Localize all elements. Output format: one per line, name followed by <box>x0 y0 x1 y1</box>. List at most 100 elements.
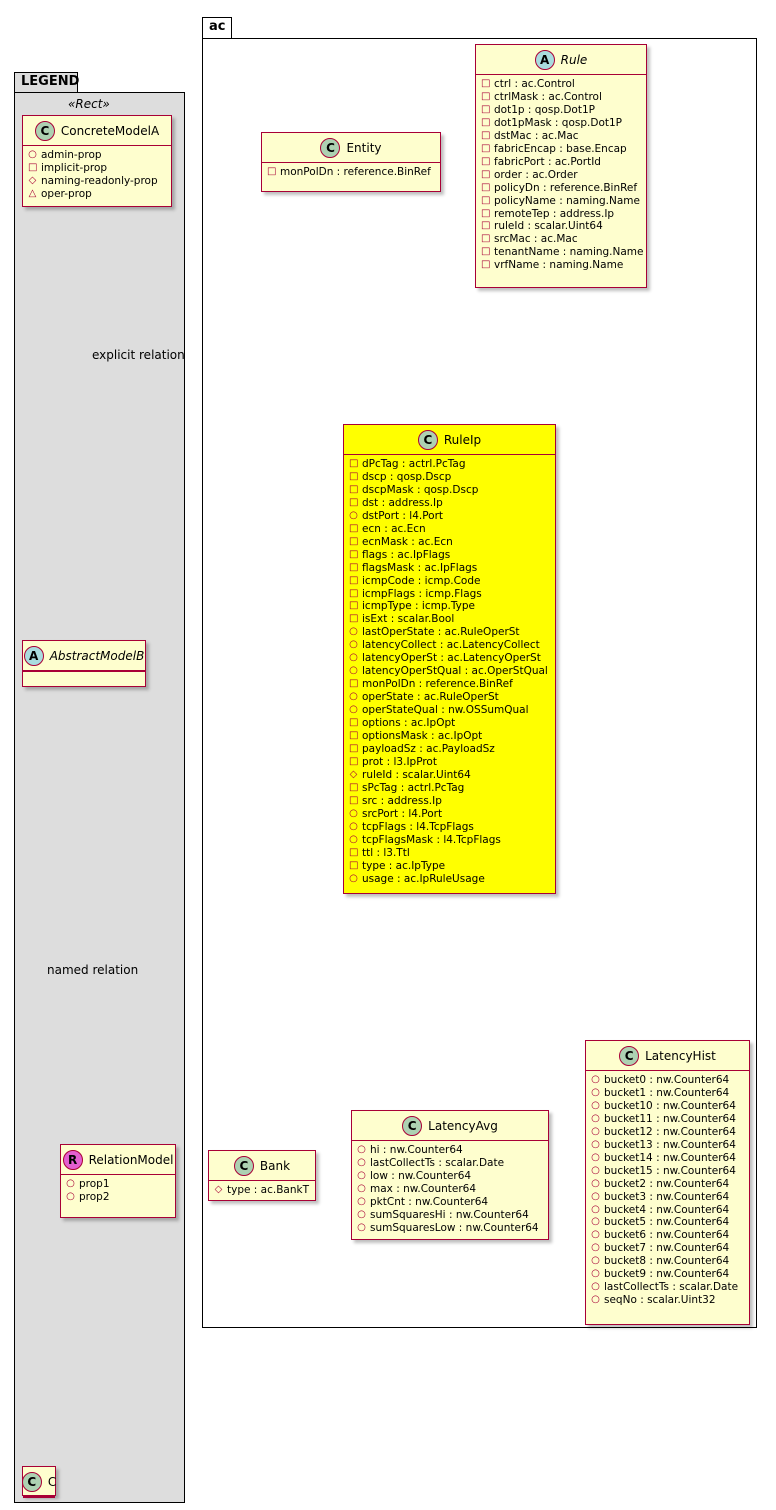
attribute-row: ○lastCollectTs : scalar.Date <box>357 1157 543 1170</box>
attribute-text: dscpMask : qosp.Dscp <box>362 483 479 496</box>
private-visibility-icon: □ <box>267 166 277 177</box>
legend-stereotype: «Rect» <box>68 97 110 111</box>
attribute-row: ○lastOperState : ac.RuleOperSt <box>349 626 550 639</box>
attribute-row: □payloadSz : ac.PayloadSz <box>349 743 550 756</box>
public-visibility-icon: ○ <box>357 1182 366 1194</box>
attribute-text: srcMac : ac.Mac <box>494 233 578 246</box>
attribute-text: latencyCollect : ac.LatencyCollect <box>362 639 540 652</box>
public-visibility-icon: ○ <box>591 1138 600 1150</box>
attribute-text: flagsMask : ac.IpFlags <box>362 561 478 574</box>
attribute-text: operStateQual : nw.OSSumQual <box>362 704 529 717</box>
attribute-text: policyName : naming.Name <box>494 194 640 207</box>
class-icon: C <box>21 1471 42 1492</box>
attribute-row: ○seqNo : scalar.Uint32 <box>591 1294 744 1307</box>
attribute-text: sumSquaresLow : nw.Counter64 <box>370 1221 539 1234</box>
private-visibility-icon: □ <box>349 859 359 871</box>
attribute-row: ○hi : nw.Counter64 <box>357 1144 543 1157</box>
public-visibility-icon: ○ <box>591 1074 600 1085</box>
private-visibility-icon: □ <box>481 181 491 193</box>
protected-visibility-icon: ◇ <box>28 174 37 186</box>
private-visibility-icon: □ <box>349 458 359 469</box>
attribute-row: □dPcTag : actrl.PcTag <box>349 458 550 471</box>
attribute-text: icmpCode : icmp.Code <box>362 574 481 587</box>
attribute-row: □icmpType : icmp.Type <box>349 600 550 613</box>
attribute-text: bucket13 : nw.Counter64 <box>604 1138 736 1151</box>
attribute-row: ○usage : ac.IpRuleUsage <box>349 873 550 886</box>
attribute-row: ○tcpFlagsMask : l4.TcpFlags <box>349 834 550 847</box>
attribute-row: ○bucket9 : nw.Counter64 <box>591 1268 744 1281</box>
private-visibility-icon: □ <box>349 496 359 508</box>
attribute-text: vrfName : naming.Name <box>494 259 624 272</box>
public-visibility-icon: ○ <box>349 665 358 677</box>
public-visibility-icon: ○ <box>349 820 358 832</box>
attribute-text: tcpFlagsMask : l4.TcpFlags <box>362 833 501 846</box>
attribute-text: dot1p : qosp.Dot1P <box>494 103 595 116</box>
private-visibility-icon: □ <box>481 103 491 115</box>
attribute-text: prot : l3.IpProt <box>362 755 437 768</box>
attribute-text: lastOperState : ac.RuleOperSt <box>362 626 520 639</box>
attribute-text: ctrl : ac.Control <box>494 78 575 90</box>
attribute-row: □icmpCode : icmp.Code <box>349 575 550 588</box>
attribute-row: ○operStateQual : nw.OSSumQual <box>349 704 550 717</box>
attribute-row: □monPolDn : reference.BinRef <box>349 678 550 691</box>
public-visibility-icon: ○ <box>349 691 358 703</box>
attribute-text: operState : ac.RuleOperSt <box>362 691 499 704</box>
attribute-text: hi : nw.Counter64 <box>370 1144 463 1156</box>
private-visibility-icon: □ <box>349 587 359 599</box>
private-visibility-icon: □ <box>349 535 359 547</box>
attribute-text: ctrlMask : ac.Control <box>494 90 602 103</box>
attribute-text: latencyOperStQual : ac.OperStQual <box>362 665 548 678</box>
private-visibility-icon: □ <box>349 781 359 793</box>
attribute-text: bucket10 : nw.Counter64 <box>604 1099 736 1112</box>
ac-package-tab: ac <box>202 17 232 39</box>
attribute-text: prop1 <box>79 1178 110 1190</box>
attribute-row: □sPcTag : actrl.PcTag <box>349 782 550 795</box>
attribute-text: low : nw.Counter64 <box>370 1169 472 1182</box>
attribute-row: ○dstPort : l4.Port <box>349 510 550 523</box>
class-name: C <box>47 1474 57 1489</box>
attribute-text: sumSquaresHi : nw.Counter64 <box>370 1208 529 1221</box>
attribute-row: ○bucket15 : nw.Counter64 <box>591 1165 744 1178</box>
attribute-text: naming-readonly-prop <box>41 174 158 187</box>
attribute-row: ○low : nw.Counter64 <box>357 1170 543 1183</box>
attribute-row: □icmpFlags : icmp.Flags <box>349 588 550 601</box>
attribute-list: ○prop1○prop2 <box>61 1175 175 1208</box>
attribute-text: dPcTag : actrl.PcTag <box>362 458 466 470</box>
public-visibility-icon: ○ <box>591 1229 600 1241</box>
attribute-row: □ecn : ac.Ecn <box>349 523 550 536</box>
private-visibility-icon: □ <box>349 717 359 729</box>
private-visibility-icon: □ <box>349 522 359 534</box>
attribute-text: max : nw.Counter64 <box>370 1182 477 1195</box>
attribute-text: dscp : qosp.Dscp <box>362 470 452 483</box>
private-visibility-icon: □ <box>349 742 359 754</box>
attribute-text: prop2 <box>79 1190 110 1203</box>
private-visibility-icon: □ <box>349 548 359 560</box>
attribute-text: pktCnt : nw.Counter64 <box>370 1195 489 1208</box>
private-visibility-icon: □ <box>481 246 491 258</box>
public-visibility-icon: ○ <box>66 1190 75 1202</box>
attribute-text: bucket2 : nw.Counter64 <box>604 1177 730 1190</box>
attribute-list: □ctrl : ac.Control□ctrlMask : ac.Control… <box>476 75 646 276</box>
attribute-row: ○sumSquaresLow : nw.Counter64 <box>357 1222 543 1235</box>
class-name: Bank <box>259 1158 291 1173</box>
attribute-row: □fabricPort : ac.PortId <box>481 156 641 169</box>
private-visibility-icon: □ <box>349 600 359 612</box>
attribute-text: latencyOperSt : ac.LatencyOperSt <box>362 652 541 665</box>
public-visibility-icon: ○ <box>591 1281 600 1293</box>
attribute-row: □implicit-prop <box>28 162 166 175</box>
